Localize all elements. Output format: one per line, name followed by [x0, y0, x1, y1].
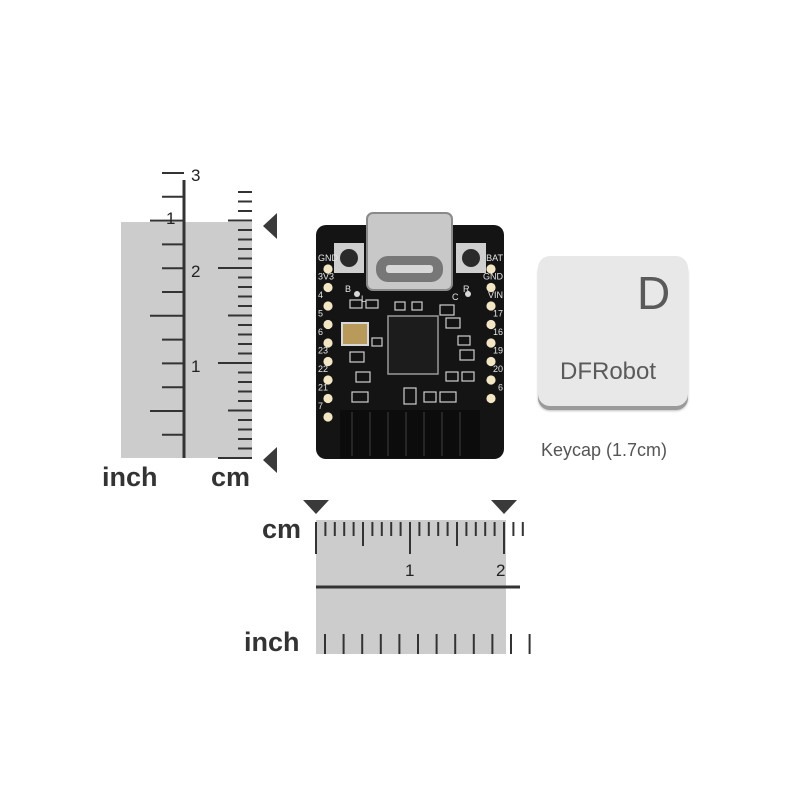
- left-pin-labels: GND 3V3 4 5 6 23 22 21 7: [318, 253, 339, 411]
- reset-button-cap: [462, 249, 480, 267]
- pin-pad: [323, 301, 333, 311]
- keycap-letter: D: [637, 267, 671, 319]
- pin-label: 20: [493, 364, 503, 374]
- h-cm-unit: cm: [262, 514, 302, 544]
- pin-pad: [323, 264, 333, 274]
- pin-label: 22: [318, 364, 328, 374]
- v-cm-unit: cm: [211, 462, 251, 492]
- silk-label-r: R: [463, 284, 470, 294]
- v-cm-label-2: 2: [191, 262, 201, 281]
- vertical-ruler-ticks: [150, 172, 252, 459]
- pin-label: 17: [493, 309, 503, 319]
- right-marker-arrow: [491, 500, 517, 514]
- pcb-bottom-traces: [351, 412, 461, 456]
- horizontal-ruler-ticks: [315, 522, 531, 654]
- pin-pad: [486, 319, 496, 330]
- pin-label: 7: [318, 401, 323, 411]
- right-pin-labels: BAT GND VIN 17 16 19 20 6: [483, 253, 504, 393]
- mcu-chip: [387, 315, 439, 375]
- pin-label: 19: [493, 346, 503, 356]
- h-cm-label-1: 1: [405, 561, 415, 580]
- boot-button-cap: [340, 249, 358, 267]
- pin-pad: [486, 375, 496, 385]
- pin-label: BAT: [486, 253, 503, 263]
- pin-pad: [486, 282, 496, 293]
- silk-labels: B L R C: [345, 284, 470, 304]
- top-marker-arrow: [263, 213, 277, 239]
- pin-label: 21: [318, 383, 328, 393]
- pin-label: 23: [318, 346, 328, 356]
- pin-pad: [486, 301, 496, 311]
- pin-label: 4: [318, 290, 323, 300]
- v-inch-unit: inch: [102, 462, 158, 492]
- pin-pad: [323, 375, 333, 385]
- passive-components: [349, 299, 475, 405]
- v-cm-label-3: 3: [191, 166, 201, 185]
- left-pin-pads: [323, 264, 333, 422]
- pin-pad: [323, 412, 333, 422]
- pin-label: GND: [483, 272, 504, 282]
- pin-label: GND: [318, 253, 339, 263]
- usb-c-tongue: [386, 265, 433, 273]
- pin-label: 6: [318, 327, 323, 337]
- h-inch-unit: inch: [244, 627, 300, 657]
- silk-label-c: C: [452, 292, 459, 302]
- keycap-caption: Keycap (1.7cm): [541, 440, 668, 460]
- charge-led: [465, 291, 471, 297]
- pin-label: 3V3: [318, 272, 334, 282]
- vertical-ruler-band: [121, 222, 252, 458]
- pin-pad: [323, 356, 333, 367]
- pin-label: VIN: [488, 290, 503, 300]
- pin-pad: [323, 282, 333, 293]
- keycap: D DFRobot: [538, 256, 688, 406]
- pin-pad: [486, 356, 496, 367]
- pin-pad: [323, 338, 333, 348]
- pin-pad: [323, 319, 333, 330]
- pcb-bottom-edge: [340, 410, 480, 458]
- silk-label-l: L: [361, 294, 366, 304]
- pin-pad: [323, 393, 333, 404]
- bottom-marker-arrow: [263, 447, 277, 473]
- keycap-brand: DFRobot: [560, 358, 657, 385]
- left-marker-arrow: [303, 500, 329, 514]
- v-cm-label-1: 1: [191, 357, 201, 376]
- right-pin-pads: [486, 264, 496, 404]
- h-cm-label-2: 2: [496, 561, 506, 580]
- crystal: [341, 322, 369, 346]
- pin-label: 6: [498, 383, 503, 393]
- v-inch-label-1: 1: [166, 209, 176, 228]
- pin-label: 5: [318, 309, 323, 319]
- pin-pad: [486, 393, 496, 404]
- status-led: [354, 291, 360, 297]
- pin-label: 16: [493, 327, 503, 337]
- silk-label-b: B: [345, 284, 351, 294]
- pin-pad: [486, 264, 496, 274]
- pin-pad: [486, 338, 496, 348]
